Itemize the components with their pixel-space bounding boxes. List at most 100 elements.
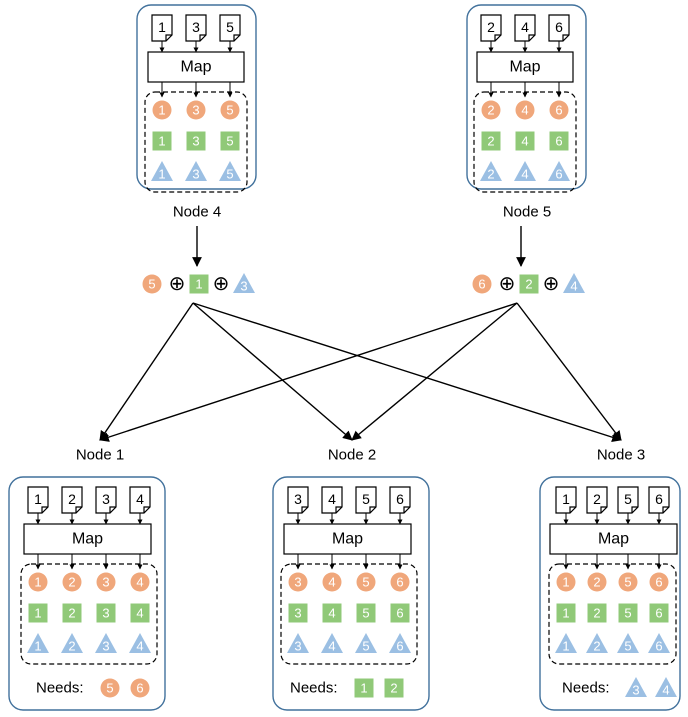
- map-label: Map: [598, 531, 629, 548]
- square-item: 4: [130, 603, 150, 623]
- circle-shape: [649, 572, 669, 592]
- circle-shape: [587, 572, 607, 592]
- triangle-item: 5: [617, 633, 639, 654]
- square-item: 2: [384, 678, 404, 698]
- triangle-shape: [548, 161, 570, 181]
- broadcast-arrow: [192, 302, 622, 442]
- triangle-value: 3: [102, 639, 109, 654]
- document-fold: [662, 506, 669, 513]
- circle-item: 3: [96, 572, 116, 592]
- square-item: 2: [481, 131, 501, 151]
- square-item: 4: [515, 131, 535, 151]
- square-shape: [549, 131, 569, 151]
- document-fold: [528, 34, 535, 41]
- circle-value: 2: [487, 103, 494, 118]
- triangle-shape: [625, 677, 647, 697]
- circle-item: 2: [587, 572, 607, 592]
- circle-value: 6: [655, 575, 662, 590]
- triangle-shape: [233, 273, 255, 293]
- file-number: 3: [102, 491, 110, 507]
- broadcast-arrow: [516, 302, 622, 441]
- square-shape: [356, 603, 376, 623]
- coded-messages-layer: 5⊕1⊕3 6⊕2⊕4: [142, 273, 585, 295]
- coded-message: 6⊕2⊕4: [472, 273, 585, 295]
- triangle-value: 4: [662, 683, 669, 698]
- intermediate-values-box: [473, 91, 577, 193]
- circle-value: 6: [555, 103, 562, 118]
- square-item: 5: [220, 131, 240, 151]
- circle-item: 4: [130, 572, 150, 592]
- square-value: 5: [624, 606, 631, 621]
- document-icon: 3: [287, 486, 309, 514]
- triangle-shape: [617, 633, 639, 653]
- square-value: 4: [136, 606, 143, 621]
- document-fold: [233, 34, 240, 41]
- triangle-item: 6: [548, 161, 570, 182]
- triangle-value: 1: [34, 639, 41, 654]
- coded-message: 5⊕1⊕3: [142, 273, 255, 295]
- square-value: 1: [158, 134, 165, 149]
- circle-value: 1: [562, 575, 569, 590]
- square-value: 1: [195, 277, 202, 292]
- triangle-shape: [219, 161, 241, 181]
- circle-item: 6: [649, 572, 669, 592]
- document-icon: 1: [151, 14, 173, 42]
- circle-item: 2: [62, 572, 82, 592]
- triangle-shape: [648, 633, 670, 653]
- triangle-item: 5: [355, 633, 377, 654]
- circle-value: 4: [521, 103, 528, 118]
- triangle-value: 5: [624, 639, 631, 654]
- circle-shape: [322, 572, 342, 592]
- broadcast-arrow: [351, 302, 518, 441]
- circle-item: 4: [322, 572, 342, 592]
- circle-item: 3: [288, 572, 308, 592]
- circle-item: 6: [549, 100, 569, 120]
- circle-item: 6: [130, 678, 150, 698]
- square-item: 1: [354, 678, 374, 698]
- map-label: Map: [180, 59, 211, 76]
- map-box: [23, 523, 152, 555]
- circle-item: 6: [390, 572, 410, 592]
- triangle-value: 2: [68, 639, 75, 654]
- triangle-item: 2: [480, 161, 502, 182]
- map-box: [147, 51, 245, 83]
- broadcast-arrow: [99, 302, 518, 442]
- circle-shape: [100, 678, 120, 698]
- square-value: 5: [362, 606, 369, 621]
- circle-shape: [130, 678, 150, 698]
- triangle-shape: [321, 633, 343, 653]
- circle-item: 5: [618, 572, 638, 592]
- circle-value: 5: [106, 681, 113, 696]
- square-shape: [515, 131, 535, 151]
- document-icon: 4: [321, 486, 343, 514]
- triangle-item: 6: [389, 633, 411, 654]
- circle-value: 1: [34, 575, 41, 590]
- triangle-shape: [514, 161, 536, 181]
- document-icon: 1: [555, 486, 577, 514]
- needs-label: Needs:: [36, 680, 84, 697]
- circle-shape: [390, 572, 410, 592]
- triangle-shape: [563, 273, 585, 293]
- document-fold: [631, 506, 638, 513]
- circle-shape: [130, 572, 150, 592]
- square-value: 2: [593, 606, 600, 621]
- triangle-value: 6: [655, 639, 662, 654]
- node-title: Node 2: [328, 447, 376, 464]
- circle-value: 6: [136, 681, 143, 696]
- triangle-item: 1: [151, 161, 173, 182]
- file-number: 5: [362, 491, 370, 507]
- document-fold: [301, 506, 308, 513]
- map-box: [476, 51, 574, 83]
- circle-value: 3: [294, 575, 301, 590]
- square-shape: [556, 603, 576, 623]
- square-shape: [384, 678, 404, 698]
- triangle-item: 3: [95, 633, 117, 654]
- node-title: Node 4: [173, 204, 221, 221]
- file-number: 4: [136, 491, 144, 507]
- circle-shape: [549, 100, 569, 120]
- triangle-value: 5: [226, 167, 233, 182]
- square-value: 4: [328, 606, 335, 621]
- circle-item: 2: [481, 100, 501, 120]
- triangle-shape: [27, 633, 49, 653]
- circle-item: 6: [472, 274, 492, 294]
